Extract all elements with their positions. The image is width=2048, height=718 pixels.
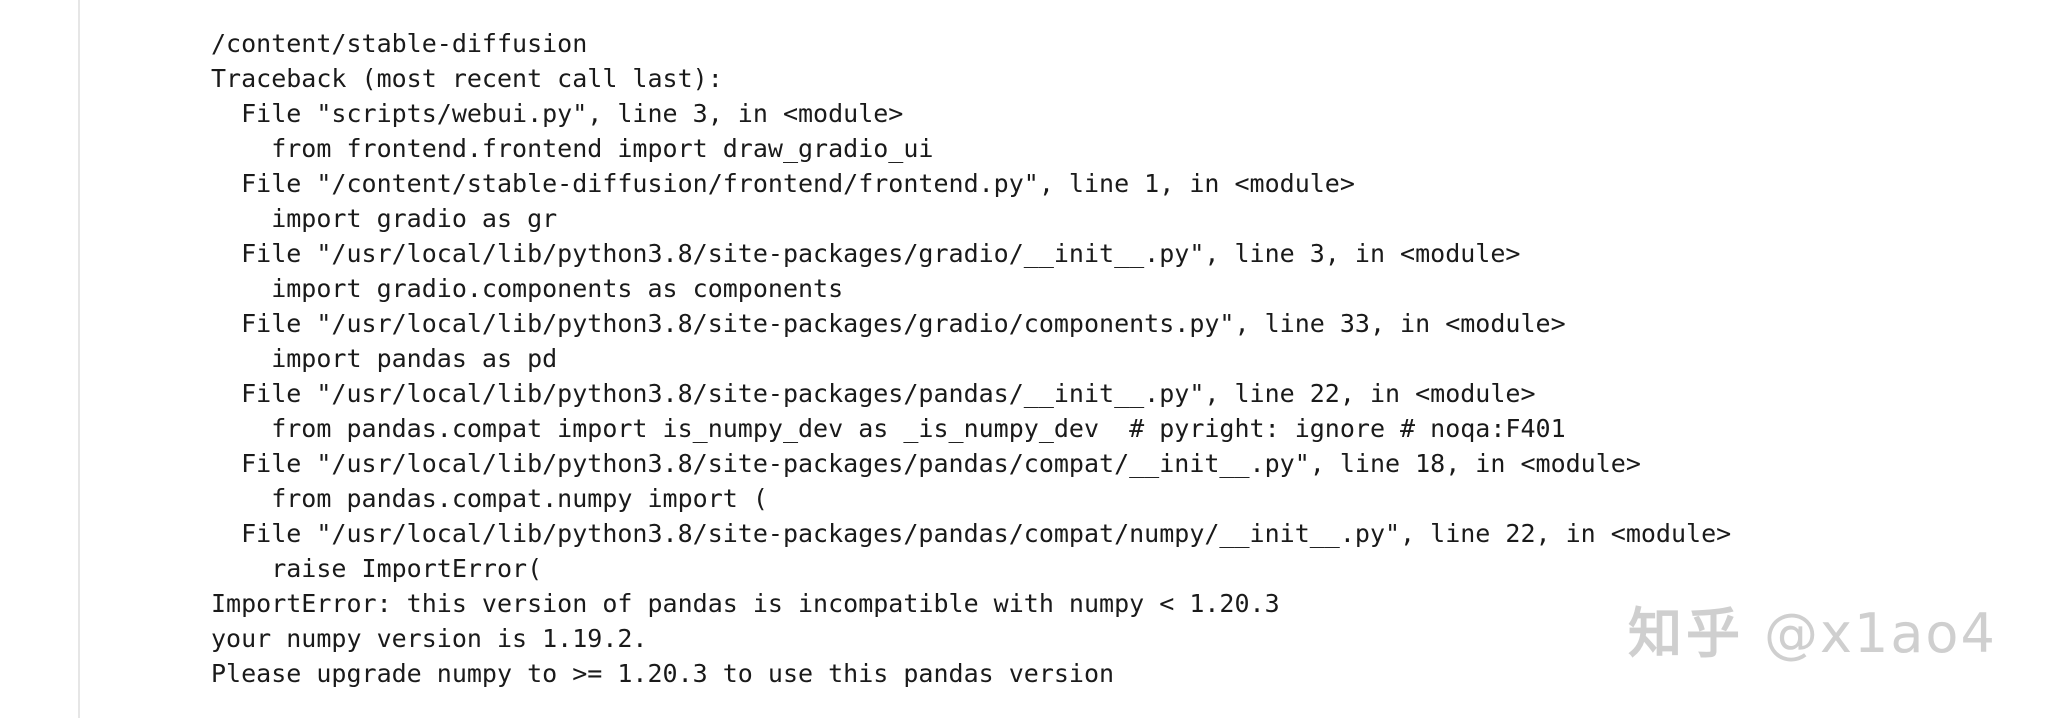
output-line: import pandas as pd [211, 344, 558, 373]
output-line: File "scripts/webui.py", line 3, in <mod… [211, 99, 904, 128]
error-message-line: your numpy version is 1.19.2. [211, 624, 648, 653]
output-line: File "/content/stable-diffusion/frontend… [211, 169, 1355, 198]
output-line: Traceback (most recent call last): [211, 64, 723, 93]
output-line: File "/usr/local/lib/python3.8/site-pack… [211, 239, 1521, 268]
output-line: from frontend.frontend import draw_gradi… [211, 134, 934, 163]
output-line: raise ImportError( [211, 554, 543, 583]
output-line: from pandas.compat import is_numpy_dev a… [211, 414, 1566, 443]
output-line: import gradio.components as components [211, 274, 844, 303]
output-line: import gradio as gr [211, 204, 558, 233]
output-line: File "/usr/local/lib/python3.8/site-pack… [211, 519, 1732, 548]
output-line: File "/usr/local/lib/python3.8/site-pack… [211, 309, 1566, 338]
watermark: 知乎 @x1ao4 [1628, 604, 1997, 664]
output-line: File "/usr/local/lib/python3.8/site-pack… [211, 379, 1536, 408]
error-message-line: ImportError: this version of pandas is i… [211, 589, 1280, 618]
output-line: from pandas.compat.numpy import ( [211, 484, 768, 513]
left-border-rule [78, 0, 80, 718]
zhihu-logo-text: 知乎 [1628, 602, 1744, 665]
error-message-line: Please upgrade numpy to >= 1.20.3 to use… [211, 659, 1115, 688]
output-line: /content/stable-diffusion [211, 29, 588, 58]
output-line: File "/usr/local/lib/python3.8/site-pack… [211, 449, 1641, 478]
author-handle: @x1ao4 [1764, 602, 1997, 665]
traceback-output: /content/stable-diffusion Traceback (mos… [211, 26, 2011, 691]
